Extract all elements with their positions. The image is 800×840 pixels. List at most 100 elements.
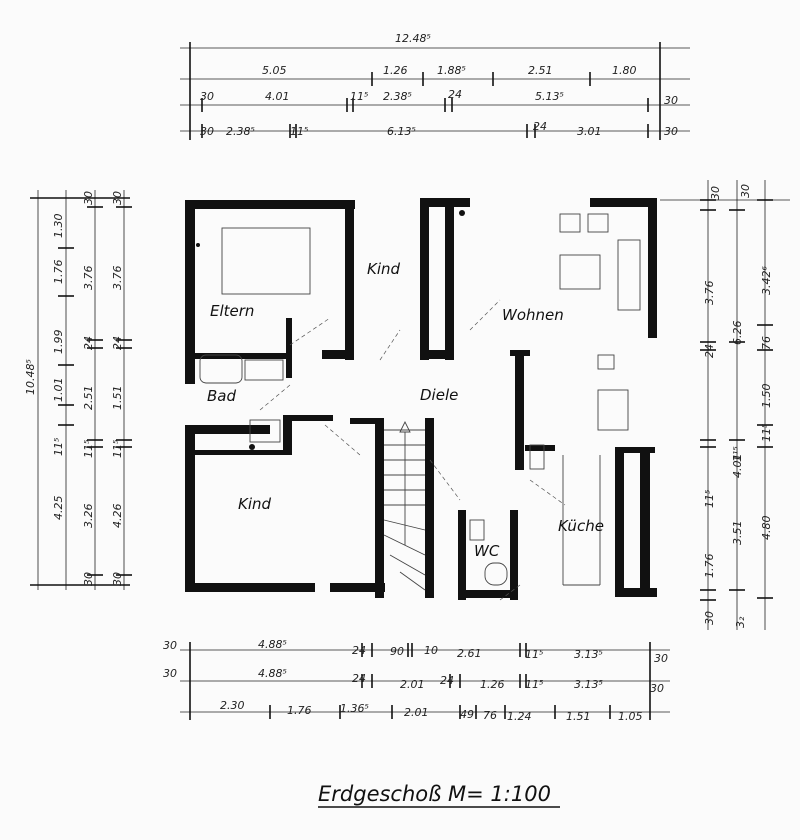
dim-right-r2-a: 6.26 [731,321,744,346]
staircase [383,420,426,591]
dim-top-total: 12.48⁵ [395,32,431,45]
dim-bottom-r3-d: 2.01 [404,706,429,719]
dim-left-r4-f: 4.26 [111,504,124,529]
dim-top-r3-g: 30 [664,94,678,107]
dim-top-r2-b: 1.26 [383,64,408,77]
toilet [484,562,508,586]
dim-left-r2-d: 1.01 [52,378,65,403]
dim-bottom-r3-g: 1.24 [507,710,532,723]
dim-top-r4-c: 11⁵ [290,125,308,138]
room-label-wohnen: Wohnen [502,306,564,324]
dim-top-r4-a: 30 [200,125,214,138]
room-label-wc: WC [474,542,500,560]
dim-left-r4-e: 11⁵ [111,440,124,458]
dim-right-r1-c: 24 [703,344,716,358]
dim-bottom-r2-b: 4.88⁵ [258,667,287,680]
dim-bottom-r3-e: 49 [460,708,474,721]
dim-left-r2-b: 1.76 [52,260,65,285]
dim-left-r4-c: 24 [111,336,124,350]
dim-left-r3-b: 3.76 [82,266,95,291]
dim-top-r2-e: 1.80 [612,64,637,77]
walls [185,198,657,600]
dim-bottom-r3-a: 2.30 [220,699,245,712]
wc-basin [469,519,485,541]
dim-top-r2-c: 1.88⁵ [437,64,466,77]
dim-top-r2-a: 5.05 [262,64,287,77]
dim-right-r1-b: 3.76 [703,281,716,306]
dim-top-r3-a: 30 [200,90,214,103]
dim-bottom-r2-h: 3.13⁵ [574,678,603,691]
right-dimension-lines: 30 3.76 24 11⁵ 1.76 30 6.26 4.01 3.51 1¹… [660,180,790,630]
dim-left-r3-d: 2.51 [82,386,95,411]
dim-right-r3-e: 1.50 [760,384,773,409]
dining-table [597,389,629,431]
dim-right-r1-d: 11⁵ [703,490,716,508]
dim-right-r2-c: 3.51 [731,521,744,546]
plan-title: Erdgeschoß M= 1:100 [318,782,551,806]
dim-top-r3-f: 5.13⁵ [535,90,564,103]
dim-bottom-r3-c: 1.36⁵ [340,702,369,715]
room-label-eltern: Eltern [210,302,254,320]
armchair-2 [587,213,609,233]
top-dimension-lines: 12.48⁵ 5.05 1.26 1.88⁵ 2.51 1.80 30 4.01… [180,32,690,140]
dim-bottom-r2-d: 2.01 [400,678,425,691]
bath-vanity [244,359,284,381]
dim-right-r1-f: 30 [703,611,716,625]
room-labels: Eltern Kind Wohnen Bad Diele Kind WC Küc… [207,260,604,560]
room-label-bad: Bad [207,387,236,405]
dim-left-total: 10.48⁵ [24,359,37,395]
dim-bottom-r1-e: 10 [424,644,438,657]
dim-bottom-r1-a: 30 [163,639,177,652]
left-dimension-lines: 10.48⁵ 1.30 1.76 1.99 1.01 11⁵ 4.25 30 3… [24,190,132,590]
dim-right-r3-g: 3₂ [734,616,747,628]
dim-top-r3-e: 24 [448,88,462,101]
room-label-kind-top: Kind [367,260,401,278]
room-label-kind-bottom: Kind [238,495,272,513]
dim-top-r2-d: 2.51 [528,64,553,77]
dim-left-r3-c: 24 [82,336,95,350]
dim-right-r2-d: 1¹⁵ [731,446,744,462]
dim-bottom-r3-h: 1.51 [566,710,591,723]
dim-left-r2-f: 4.25 [52,496,65,521]
bathtub [199,354,243,384]
dim-bottom-r3-f: 76 [483,709,497,722]
dim-bottom-r3-i: 1.05 [618,710,643,723]
dim-left-r4-b: 3.76 [111,266,124,291]
bed [221,227,311,295]
dim-top-r3-b: 4.01 [265,90,290,103]
dim-bottom-r1-c: 24 [352,644,366,657]
dim-left-r4-a: 30 [111,191,124,205]
bottom-dimension-lines: 30 4.88⁵ 24 90 10 2.61 11⁵ 3.13⁵ 30 30 4… [163,638,670,723]
dim-left-r2-c: 1.99 [52,330,65,355]
coffee-table [559,254,601,290]
dim-left-r2-a: 1.30 [52,214,65,239]
dim-bottom-r1-d: 90 [390,645,404,658]
dim-top-r4-d: 6.13⁵ [387,125,416,138]
dim-top-r3-d: 2.38⁵ [383,90,412,103]
kitchen-unit [529,444,545,470]
shower-tray [249,419,281,443]
room-label-diele: Diele [420,386,458,404]
dim-bottom-r2-e: 24 [440,674,454,687]
dining-chair-1 [597,354,615,370]
dim-bottom-r2-g: 11⁵ [525,678,543,691]
fixtures [196,210,641,601]
dim-bottom-r2-c: 24 [352,672,366,685]
dim-top-r4-g: 30 [664,125,678,138]
dim-bottom-r2-f: 1.26 [480,678,505,691]
dim-right-r3-d: 3.42⁶ [760,266,773,295]
sofa [617,239,641,311]
dim-right-r3-b: 76 [760,336,773,350]
dim-bottom-r1-i: 30 [654,652,668,665]
dim-top-r3-c: 11⁵ [350,90,368,103]
dim-right-r1-a: 30 [709,186,722,200]
dim-right-r3-c: 11⁵ [760,424,773,442]
dim-left-r3-g: 30 [82,572,95,586]
dim-right-r1-e: 1.76 [703,554,716,579]
dim-bottom-r1-b: 4.88⁵ [258,638,287,651]
dim-top-r4-f: 3.01 [577,125,602,138]
dim-right-r3-f: 4.80 [760,516,773,541]
dim-left-r3-f: 3.26 [82,504,95,529]
dim-bottom-r1-f: 2.61 [457,647,482,660]
